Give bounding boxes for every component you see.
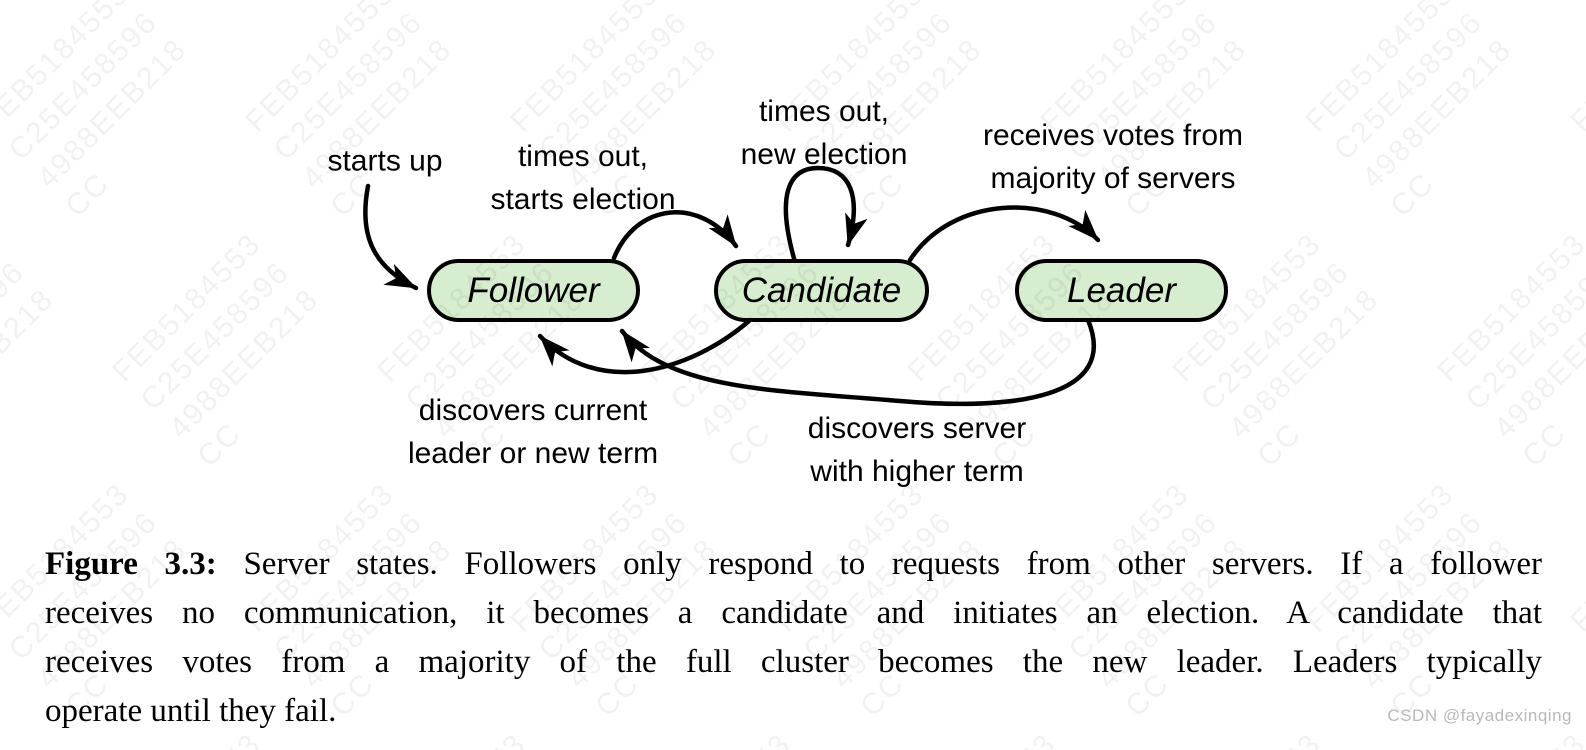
label-times-out-new-election: times out, new election	[740, 95, 908, 171]
label-discovers-current-leader: discovers current leader or new term	[407, 394, 659, 470]
state-follower: Follower	[427, 259, 640, 322]
caption-line-1-text: Server states. Followers only respond to…	[243, 546, 1542, 582]
transition-arrows	[363, 165, 1101, 407]
label-times-out-starts-election: times out, starts election	[490, 140, 676, 216]
state-candidate: Candidate	[714, 259, 929, 322]
arrow-follower-to-candidate	[611, 210, 739, 261]
arrow-leader-to-follower	[619, 317, 1097, 407]
label-receives-votes: receives votes from majority of servers	[982, 119, 1244, 195]
figure-caption: Figure 3.3: Server states. Followers onl…	[45, 540, 1542, 736]
arrow-candidate-to-follower	[537, 318, 752, 375]
state-leader: Leader	[1015, 259, 1228, 322]
arrow-candidate-to-leader	[907, 205, 1101, 263]
arrow-starts-up	[363, 183, 419, 291]
label-discovers-server-higher-term: discovers server with higher term	[807, 412, 1027, 488]
arrow-candidate-self-loop	[783, 165, 868, 265]
caption-line-1: Figure 3.3: Server states. Followers onl…	[45, 540, 1542, 589]
caption-line-3: receives votes from a majority of the fu…	[45, 644, 1542, 680]
caption-line-2: receives no communication, it becomes a …	[45, 595, 1542, 631]
csdn-watermark-credit: CSDN @fayadexinqing	[1387, 706, 1572, 725]
caption-figure-number: Figure 3.3:	[45, 546, 217, 582]
caption-line-4: operate until they fail.	[45, 693, 337, 729]
label-starts-up: starts up	[327, 144, 443, 178]
